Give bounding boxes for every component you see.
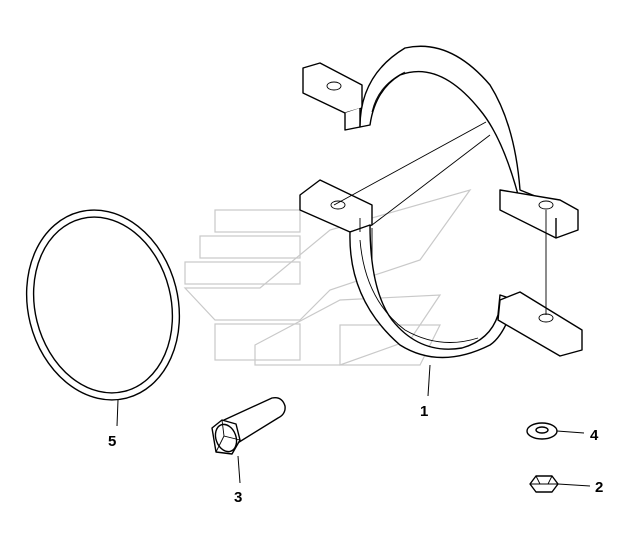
callout-1: 1 — [420, 403, 428, 420]
flange-bolt — [211, 396, 286, 455]
callout-2: 2 — [595, 479, 603, 496]
callout-4: 4 — [590, 427, 599, 444]
nut — [529, 475, 559, 493]
clamp-band-upper — [302, 45, 579, 239]
callout-5: 5 — [108, 433, 116, 450]
washer — [526, 422, 558, 440]
callout-3: 3 — [234, 489, 242, 506]
assembly-guide-lines — [333, 121, 547, 315]
leader-lines — [116, 364, 591, 487]
seal-ring — [25, 209, 181, 401]
clamp-band-lower — [299, 179, 583, 359]
